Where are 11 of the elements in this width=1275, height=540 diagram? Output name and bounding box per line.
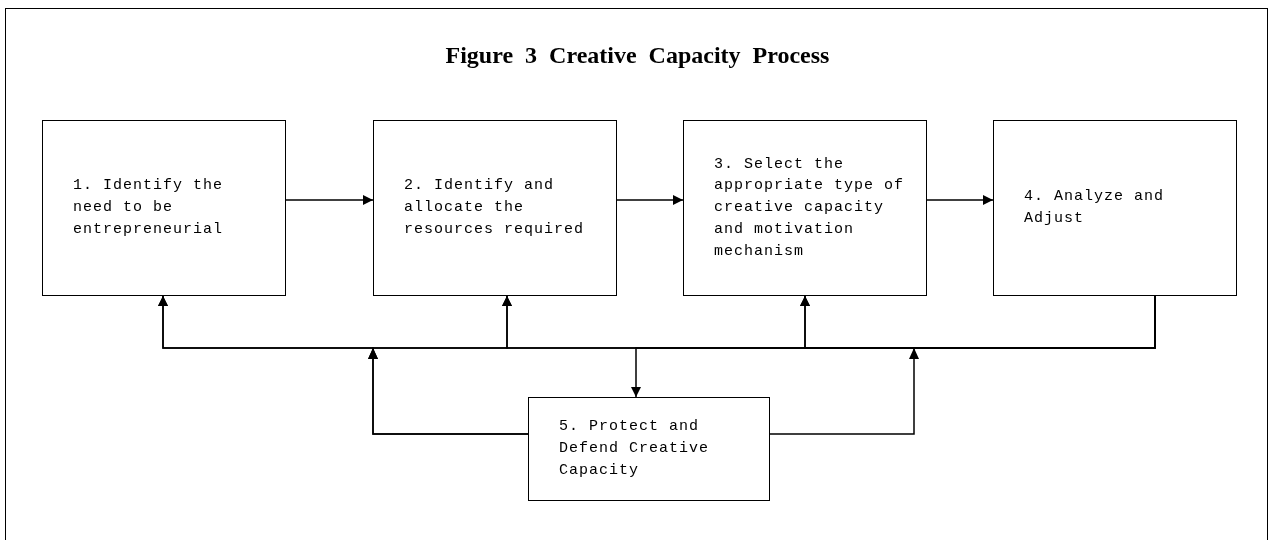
figure-title: Figure 3 Creative Capacity Process [444, 42, 831, 69]
step-text: 1. Identify the need to be entrepreneurial [73, 176, 225, 240]
process-box [528, 397, 770, 501]
process-box [373, 120, 617, 296]
step-text: 5. Protect and Defend Creative Capacity [559, 417, 711, 481]
process-box [42, 120, 286, 296]
process-box [683, 120, 927, 296]
step-text: 2. Identify and allocate the resources required [404, 176, 586, 240]
step-text: 3. Select the appropriate type of creative capacity and motivation mechanism [714, 154, 906, 262]
step-text: 4. Analyze and Adjust [1024, 187, 1166, 229]
process-box [993, 120, 1237, 296]
